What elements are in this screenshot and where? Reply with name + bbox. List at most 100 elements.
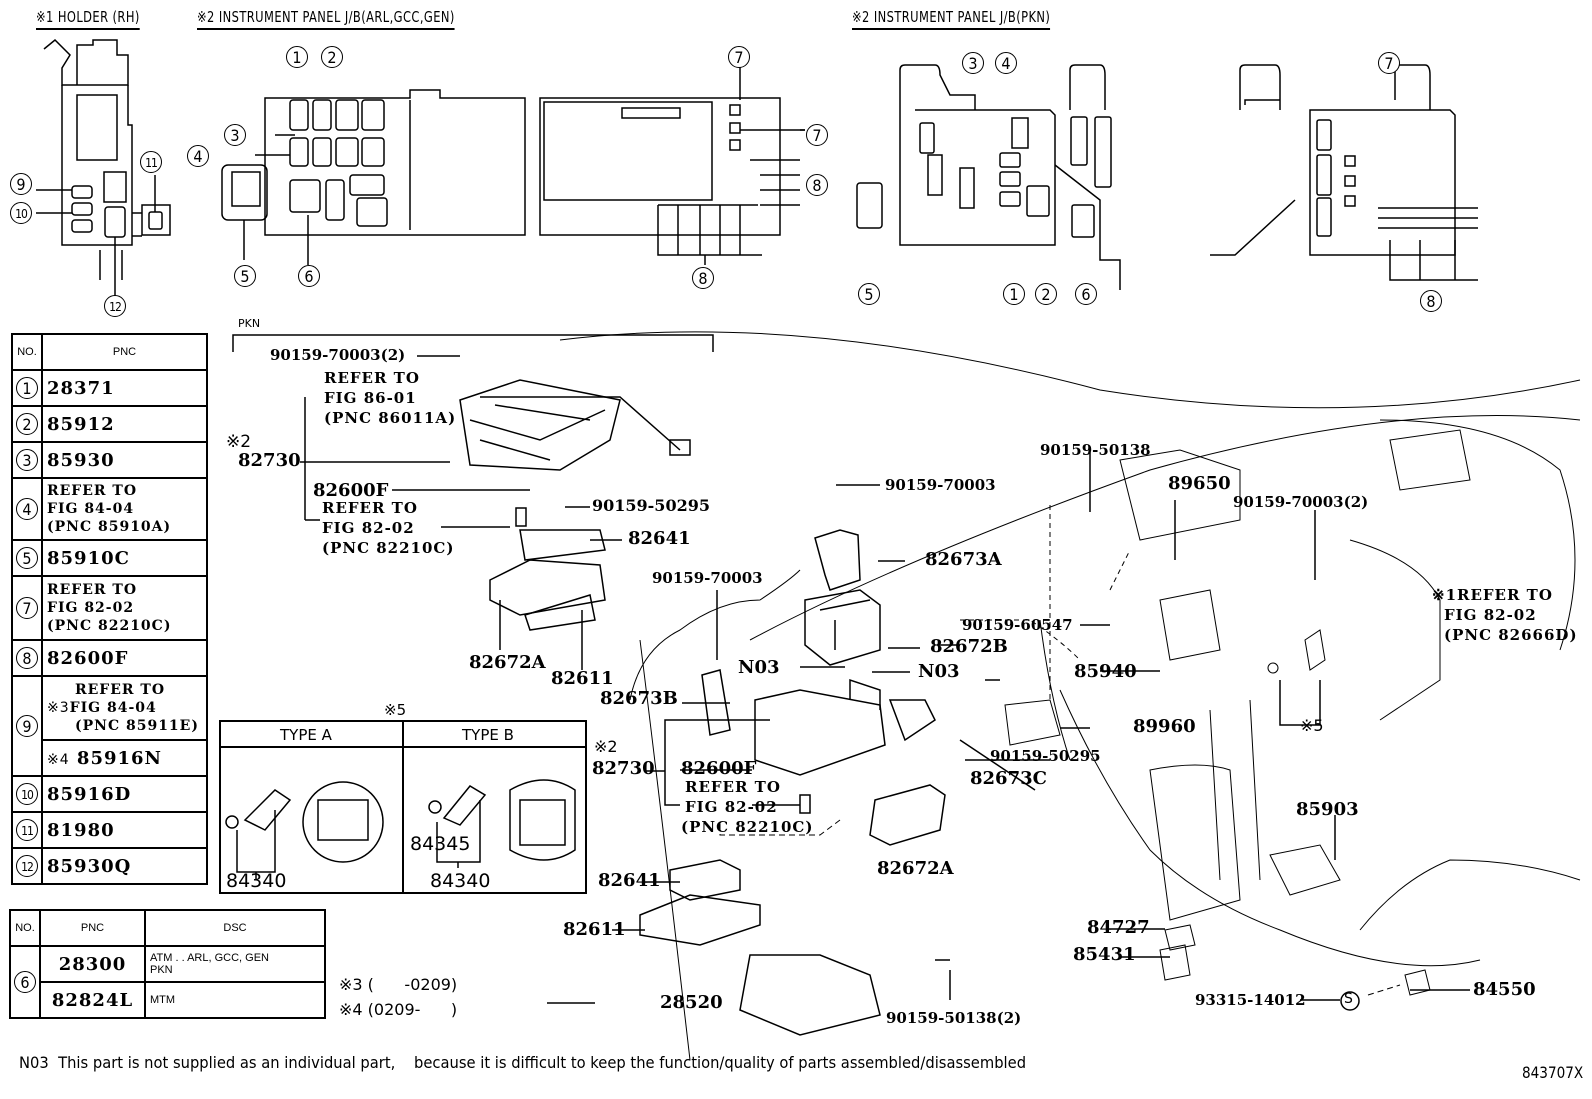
illustration-code: 843707X — [1522, 1063, 1584, 1082]
type-a-part: 84340 — [226, 870, 287, 892]
row-pnc: 82600F — [41, 639, 208, 677]
callout-10: 10 — [10, 202, 32, 224]
pnc-table-header-no: NO. — [11, 333, 43, 371]
label-84550: 84550 — [1473, 979, 1536, 1000]
type-box-parts — [225, 779, 576, 880]
table-row: 3 85930 — [11, 441, 208, 479]
table-row: 10 85916D — [11, 775, 208, 813]
callout-2: 2 — [321, 46, 343, 68]
pkn-bracket — [232, 334, 714, 352]
callout-11: 11 — [140, 151, 162, 173]
label-n03-b: N03 — [918, 661, 960, 682]
callout-1: 1 — [286, 46, 308, 68]
row-pnc-line: FIG 82-02 — [47, 600, 135, 616]
footer-note: N03 This part is not supplied as an indi… — [19, 1053, 1027, 1072]
refer-line: FIG 82-02 — [1444, 606, 1537, 624]
row-pnc-line: REFER TO — [47, 582, 138, 598]
label-82672A-a: 82672A — [469, 652, 546, 673]
callout-2-pkn: 2 — [1035, 283, 1057, 305]
table-row: 4 REFER TO FIG 84-04 (PNC 85910A) — [11, 477, 208, 541]
junction-block-main — [701, 529, 946, 846]
type-a-title: TYPE A — [280, 726, 332, 744]
label-89650: 89650 — [1168, 473, 1231, 494]
mark-2-a: ※2 — [226, 432, 252, 452]
refer-line: REFER TO — [324, 369, 420, 387]
label-82641-b: 82641 — [598, 870, 661, 891]
label-28520: 28520 — [660, 992, 723, 1013]
label-90159-50295-a: 90159-50295 — [592, 496, 710, 515]
row-pnc: 85930 — [41, 441, 208, 479]
row-number: 1 — [16, 377, 38, 399]
mark-2-b: ※2 — [594, 737, 618, 756]
table-row: 6 28300 ATM . . ARL, GCC, GEN PKN — [9, 945, 326, 1019]
label-82730-b: 82730 — [592, 758, 655, 779]
row-number: 9 — [16, 715, 38, 737]
table-row: ※4 85916N — [12, 739, 208, 777]
row-number: 11 — [16, 819, 38, 841]
refer-line: FIG 86-01 — [324, 389, 417, 407]
label-82611-a: 82611 — [551, 668, 614, 689]
label-90159-70003-c: 90159-70003 — [885, 476, 996, 494]
callout-3-pkn: 3 — [962, 52, 984, 74]
table-row: 11 81980 — [11, 811, 208, 849]
refer-line: REFER TO — [685, 778, 781, 796]
refer-line: (PNC 82210C) — [681, 818, 814, 836]
refer-line: REFER TO — [322, 499, 418, 517]
label-refer-fig82-b: REFER TO FIG 82-02 (PNC 82210C) — [681, 777, 813, 837]
holder-rh-drawing — [36, 38, 171, 300]
row-number: 8 — [16, 647, 38, 669]
row-pnc-line: FIG 84-04 — [69, 700, 157, 716]
label-93315-14012: 93315-14012 — [1195, 991, 1306, 1009]
callout-7: 7 — [728, 46, 750, 68]
callout-4: 4 — [187, 145, 209, 167]
label-82730-a: 82730 — [238, 450, 301, 471]
label-82600F-b: 82600F — [681, 758, 757, 779]
row-pnc: 81980 — [41, 811, 208, 849]
label-82600F-a: 82600F — [313, 480, 389, 501]
label-90159-70003-2-b: 90159-70003(2) — [1233, 493, 1369, 511]
table-row: 7 REFER TO FIG 82-02 (PNC 82210C) — [11, 575, 208, 641]
dsc-table-header-pnc: PNC — [39, 909, 146, 947]
label-84727: 84727 — [1087, 917, 1150, 938]
label-82641-a: 82641 — [628, 528, 691, 549]
row-number: 10 — [16, 783, 38, 805]
label-90159-70003-b: 90159-70003 — [652, 569, 763, 587]
label-refer-fig86: REFER TO FIG 86-01 (PNC 86011A) — [324, 368, 456, 428]
row-pnc-line: (PNC 85910A) — [47, 519, 172, 535]
label-82672A-b: 82672A — [877, 858, 954, 879]
callout-5-pkn: 5 — [858, 283, 880, 305]
callout-3: 3 — [224, 124, 246, 146]
row-pnc-line: (PNC 85911E) — [75, 718, 199, 734]
callout-4-pkn: 4 — [995, 52, 1017, 74]
table-row: 9 REFER TO ※3FIG 84-04 (PNC 85911E) — [11, 675, 208, 777]
callout-5: 5 — [234, 265, 256, 287]
row-pnc-line: REFER TO — [75, 682, 166, 698]
row-number: 7 — [16, 597, 38, 619]
refer-line: FIG 82-02 — [322, 519, 415, 537]
callout-1-pkn: 1 — [1003, 283, 1025, 305]
label-82611-b: 82611 — [563, 919, 626, 940]
title-ip-jb-pkn: ※2 INSTRUMENT PANEL J/B(PKN) — [852, 8, 1051, 30]
label-90159-50295-b: 90159-50295 — [990, 747, 1101, 765]
type-box-mark: ※5 — [384, 701, 407, 719]
mark-5: ※5 — [1300, 716, 1324, 735]
ip-jb-pkn-drawing — [856, 64, 1478, 290]
label-82673B: 82673B — [600, 688, 678, 709]
table-row: 5 85910C — [11, 539, 208, 577]
callout-6-pkn: 6 — [1075, 283, 1097, 305]
row-pnc: 28371 — [41, 369, 208, 407]
note-mark-4: ※4 — [47, 751, 70, 768]
table-row: 12 85930Q — [11, 847, 208, 885]
row-pnc: 85930Q — [41, 847, 208, 885]
callout-8: 8 — [806, 174, 828, 196]
pnc-table: NO. PNC 1 28371 2 85912 3 85930 4 REFER … — [11, 333, 208, 885]
row-dsc-line: PKN — [150, 964, 173, 976]
refer-line: (PNC 86011A) — [324, 409, 457, 427]
row-pnc-line: REFER TO — [47, 483, 138, 499]
type-b-title: TYPE B — [462, 726, 514, 744]
callout-12: 12 — [104, 295, 126, 317]
pnc-table-header-pnc: PNC — [41, 333, 208, 371]
refer-line: (PNC 82210C) — [322, 539, 455, 557]
row-number: 2 — [16, 413, 38, 435]
